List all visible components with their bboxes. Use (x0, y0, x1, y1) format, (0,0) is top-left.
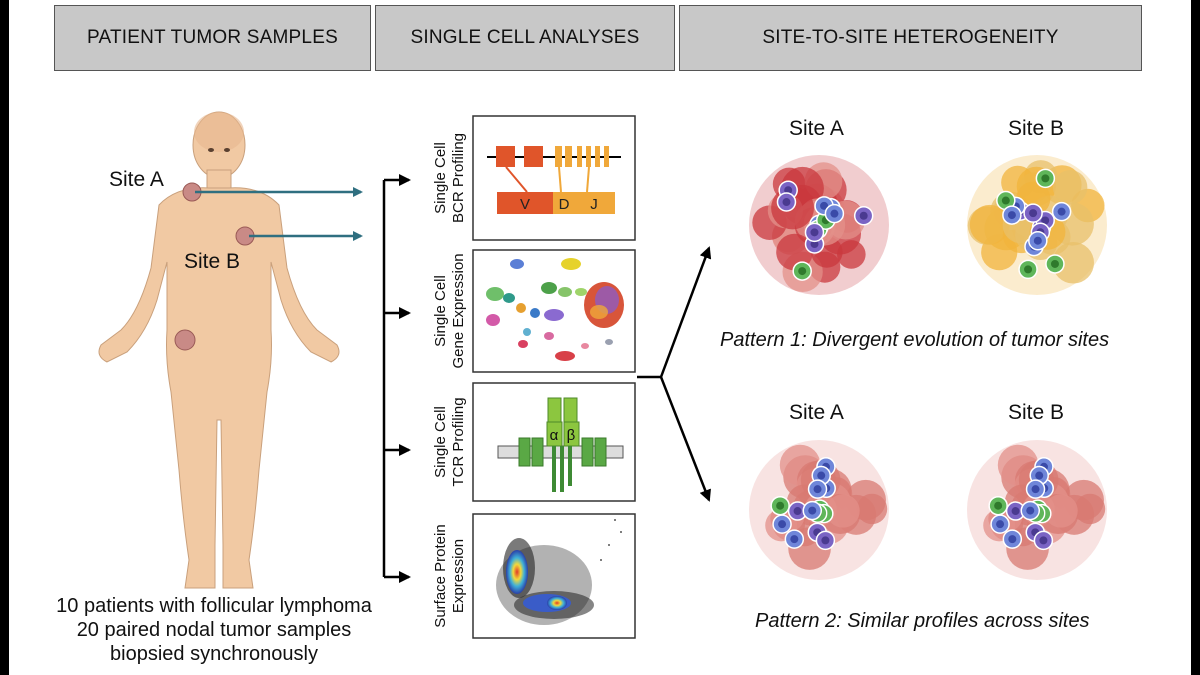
pattern-branch-arrows (637, 246, 712, 502)
gene-v-label: V (520, 196, 530, 213)
pattern1-site-a-label: Site A (789, 117, 844, 140)
header-single-cell-analyses: SINGLE CELL ANALYSES (375, 5, 675, 71)
tumor-spot-abdomen (174, 329, 196, 351)
protein-label-line-1: Surface Protein (432, 524, 449, 627)
tumor-cluster-pattern1-site-b (967, 155, 1107, 295)
tcr-label-line-2: TCR Profiling (450, 397, 467, 486)
header-site-heterogeneity: SITE-TO-SITE HETEROGENEITY (679, 5, 1142, 71)
header-patient-tumor-samples: PATIENT TUMOR SAMPLES (54, 5, 371, 71)
caption-line-2: 20 paired nodal tumor samples (76, 619, 352, 641)
bcr-panel-box (472, 115, 636, 241)
gex-label-line-1: Single Cell (432, 275, 449, 347)
body-site-b-label: Site B (184, 250, 241, 273)
analysis-bracket (382, 174, 411, 583)
body-site-a-label: Site A (109, 168, 164, 191)
tcr-label-line-1: Single Cell (432, 406, 449, 478)
gex-label-line-2: Gene Expression (450, 253, 467, 368)
gene-d-label: D (559, 196, 570, 213)
diagram-graphics: V D J (98, 111, 1107, 639)
tcr-alpha-label: α (550, 427, 559, 444)
bcr-label-line-1: Single Cell (432, 142, 449, 214)
caption-line-1: 10 patients with follicular lymphoma (56, 595, 372, 617)
tcr-receptor-diagram (497, 397, 624, 492)
tumor-cluster-pattern2-site-b (967, 440, 1107, 580)
head-hair-shading (194, 112, 244, 152)
umap-clusters (486, 258, 624, 361)
pattern2-label: Pattern 2: Similar profiles across sites (755, 610, 1090, 632)
pattern1-site-b-label: Site B (1008, 117, 1065, 140)
tumor-cluster-pattern2-site-a (749, 440, 889, 580)
cohort-caption: 10 patients with follicular lymphoma 20 … (19, 594, 409, 666)
protein-label-line-2: Expression (450, 539, 467, 613)
tcr-beta-label: β (567, 427, 576, 444)
panel-side-labels: Single Cell BCR Profiling Single Cell Ge… (432, 133, 467, 628)
caption-line-3: biopsied synchronously (110, 643, 318, 665)
pattern2-site-b-label: Site B (1008, 401, 1065, 424)
pattern2-site-a-label: Site A (789, 401, 844, 424)
bcr-label-line-2: BCR Profiling (450, 133, 467, 223)
bcr-gene-diagram (487, 146, 621, 214)
pattern1-label: Pattern 1: Divergent evolution of tumor … (720, 329, 1110, 351)
gene-j-label: J (590, 196, 598, 213)
figure-panel: PATIENT TUMOR SAMPLES SINGLE CELL ANALYS… (9, 0, 1191, 675)
flow-cytometry-plot (496, 519, 622, 625)
tumor-cluster-pattern1-site-a (749, 155, 889, 295)
